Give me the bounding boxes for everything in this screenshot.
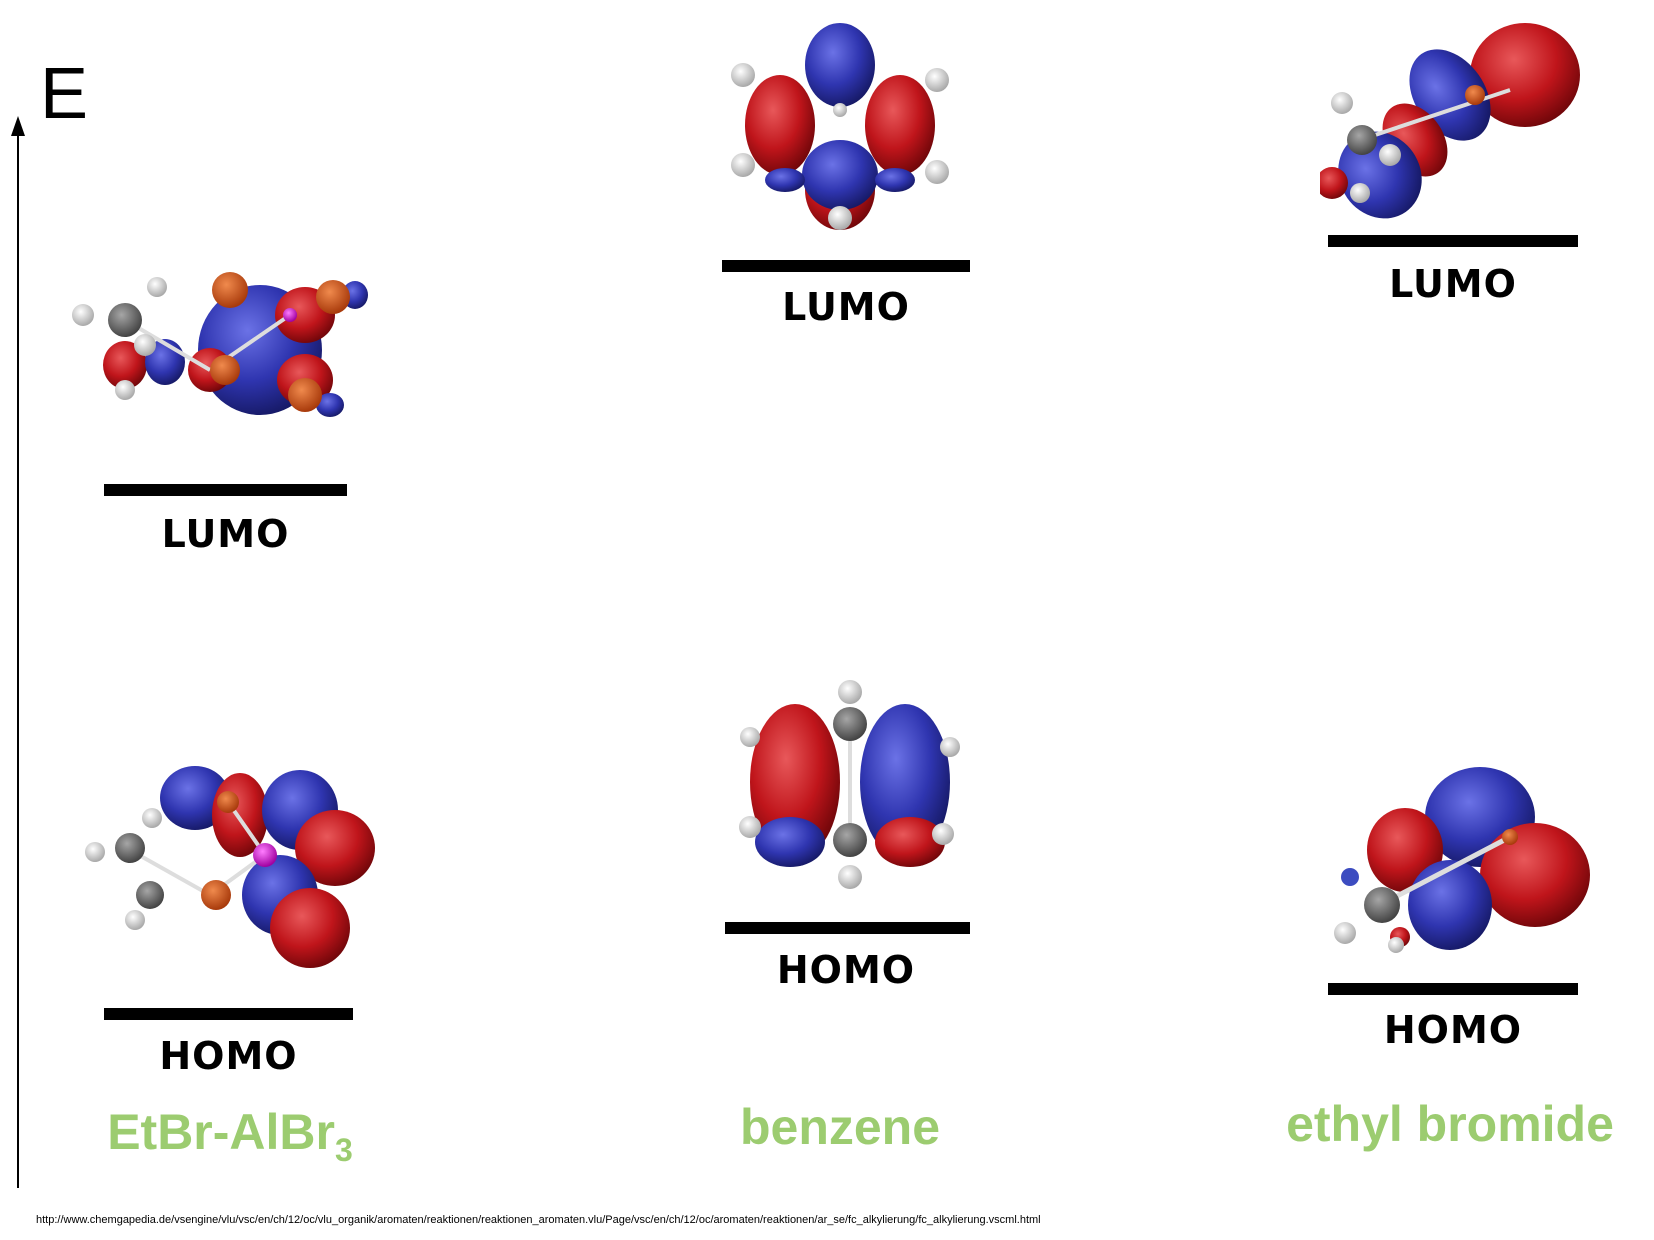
- benzene-homo-level: [725, 922, 970, 934]
- etbr-albr3-homo-orbital: [80, 760, 380, 975]
- energy-axis-arrowhead: [11, 116, 25, 136]
- etbr-albr3-name-main: EtBr-AlBr: [107, 1104, 335, 1160]
- etbr-albr3-lumo-level: [104, 484, 347, 496]
- benzene-homo-label: HOMO: [776, 948, 916, 992]
- benzene-homo-orbital: [735, 672, 965, 897]
- etbr-albr3-compound-name: EtBr-AlBr3: [70, 1103, 390, 1169]
- ethyl-bromide-compound-name: ethyl bromide: [1286, 1096, 1614, 1152]
- etbr-albr3-lumo-label: LUMO: [161, 512, 290, 556]
- ethyl-bromide-homo-label: HOMO: [1383, 1008, 1523, 1052]
- ethyl-bromide-lumo-label: LUMO: [1389, 262, 1517, 306]
- benzene-compound-name: benzene: [739, 1099, 941, 1155]
- ethyl-bromide-homo-level: [1328, 983, 1578, 995]
- energy-axis-line: [17, 128, 19, 1188]
- etbr-albr3-homo-level: [104, 1008, 353, 1020]
- benzene-lumo-level: [722, 260, 970, 272]
- etbr-albr3-name-subscript: 3: [335, 1132, 353, 1168]
- energy-axis-label: E: [40, 54, 89, 134]
- ethyl-bromide-lumo-orbital: [1320, 15, 1585, 225]
- ethyl-bromide-homo-orbital: [1330, 755, 1590, 965]
- benzene-lumo-orbital: [725, 15, 955, 235]
- benzene-lumo-label: LUMO: [782, 285, 910, 329]
- etbr-albr3-homo-label: HOMO: [159, 1034, 298, 1078]
- etbr-albr3-lumo-orbital: [65, 265, 385, 445]
- ethyl-bromide-lumo-level: [1328, 235, 1578, 247]
- source-url: http://www.chemgapedia.de/vsengine/vlu/v…: [36, 1214, 1041, 1226]
